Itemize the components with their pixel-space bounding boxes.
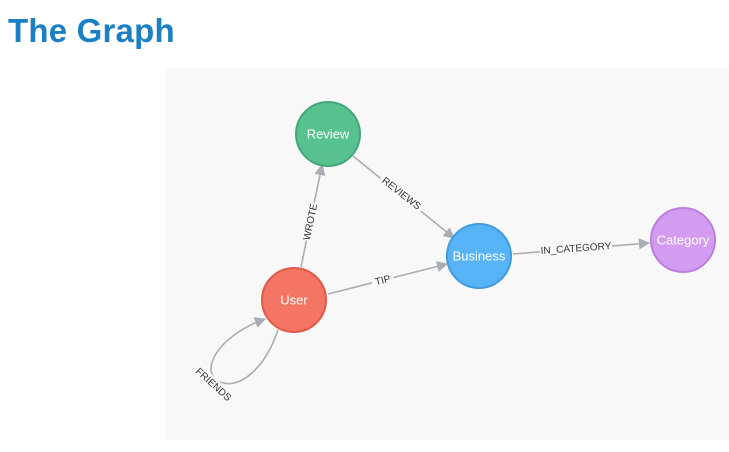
node-category[interactable]: Category	[650, 207, 716, 273]
rel-label-friends: FRIENDS	[193, 366, 233, 404]
graph-diagram: WROTE REVIEWS TIP IN_CATEGORY FRIENDS	[188, 101, 716, 408]
node-review[interactable]: Review	[295, 101, 361, 167]
rel-label-in-category: IN_CATEGORY	[540, 241, 612, 257]
rel-label-reviews: REVIEWS	[379, 175, 422, 212]
rel-label-tip: TIP	[374, 274, 392, 289]
node-label-business: Business	[453, 249, 506, 264]
rel-label-wrote: WROTE	[302, 202, 321, 241]
node-label-review: Review	[307, 127, 350, 142]
node-user[interactable]: User	[261, 267, 327, 333]
page-title: The Graph	[8, 12, 175, 49]
edge-friends[interactable]	[210, 317, 279, 385]
node-label-user: User	[280, 293, 308, 308]
node-business[interactable]: Business	[446, 223, 512, 289]
graph-canvas[interactable]: WROTE REVIEWS TIP IN_CATEGORY FRIENDS	[165, 68, 729, 440]
node-label-category: Category	[657, 233, 710, 248]
